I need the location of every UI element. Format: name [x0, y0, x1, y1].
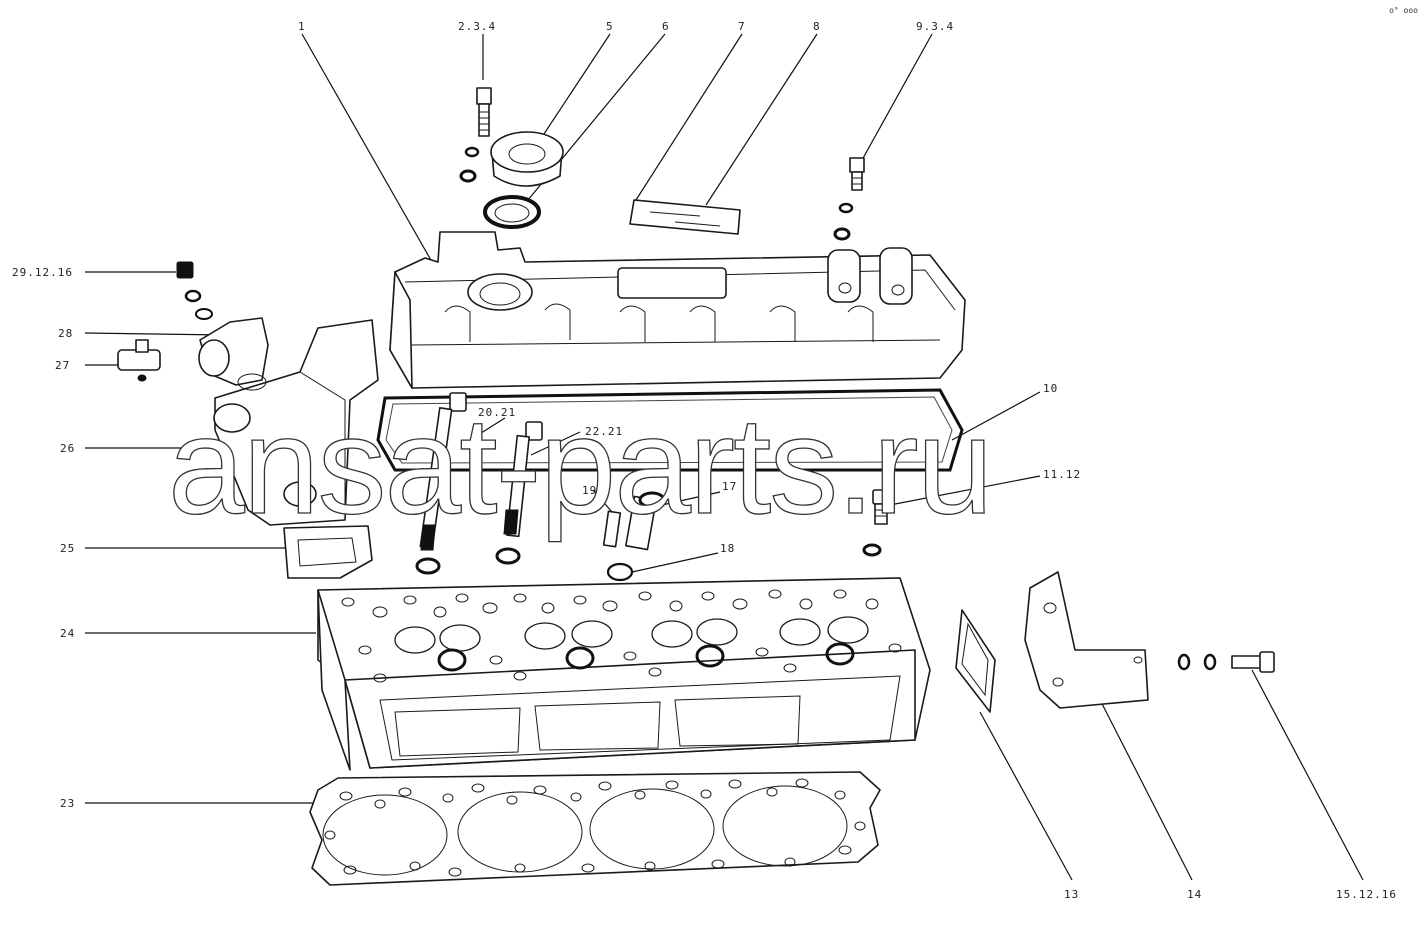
lifting-bracket — [1024, 571, 1149, 709]
temp-sensor-fitting — [117, 339, 161, 382]
callout-14: 14 — [1187, 888, 1202, 901]
gasket-bolt-11 — [862, 489, 890, 557]
elbow-bolt-29 — [176, 261, 213, 320]
pin-19 — [602, 510, 622, 548]
callout-6: 6 — [662, 20, 670, 33]
outlet-elbow — [198, 317, 269, 391]
callout-labels: 1 2.3.4 5 6 7 8 9.3.4 10 11.12 13 14 15.… — [12, 20, 1397, 901]
callout-19: 19 — [582, 484, 597, 497]
callout-17: 17 — [722, 480, 737, 493]
corner-mark: o° ooo — [1389, 6, 1418, 15]
callout-1: 1 — [298, 20, 306, 33]
valve-cover — [389, 231, 966, 389]
callout-9-3-4: 9.3.4 — [916, 20, 954, 33]
callout-27: 27 — [55, 359, 70, 372]
callout-2-3-4: 2.3.4 — [458, 20, 496, 33]
leader-lines — [84, 33, 1364, 881]
thermostat-housing — [213, 319, 379, 526]
nameplate — [629, 199, 741, 235]
cap-seal — [483, 195, 541, 229]
callout-10: 10 — [1043, 382, 1058, 395]
watermark: ansat-parts.ru — [168, 389, 991, 543]
callout-18: 18 — [720, 542, 735, 555]
bracket-bolt-15 — [1177, 651, 1275, 673]
cover-bolt-9 — [833, 157, 865, 241]
callout-26: 26 — [60, 442, 75, 455]
housing-gasket — [283, 525, 373, 579]
callout-25: 25 — [60, 542, 75, 555]
cover-bolt-2 — [459, 87, 492, 183]
callout-5: 5 — [606, 20, 614, 33]
head-bolt-22 — [495, 421, 543, 565]
valve-cover-gasket — [376, 388, 964, 472]
callout-11-12: 11.12 — [1043, 468, 1081, 481]
callout-8: 8 — [813, 20, 821, 33]
bracket-gasket — [955, 609, 996, 713]
callout-22-21: 22.21 — [585, 425, 623, 438]
callout-29-12-16: 29.12.16 — [12, 266, 73, 279]
callout-24: 24 — [60, 627, 75, 640]
callout-7: 7 — [738, 20, 746, 33]
callout-15-12-16: 15.12.16 — [1336, 888, 1397, 901]
callout-20-21: 20.21 — [478, 406, 516, 419]
callout-13: 13 — [1064, 888, 1079, 901]
callout-28: 28 — [58, 327, 73, 340]
seal-ring-18 — [606, 562, 634, 582]
oil-filler-cap — [490, 131, 564, 187]
nozzle-sleeve-17 — [625, 491, 666, 551]
callout-23: 23 — [60, 797, 75, 810]
head-gasket — [309, 771, 881, 886]
head-bolt-20 — [415, 392, 467, 575]
cylinder-head — [317, 577, 931, 771]
